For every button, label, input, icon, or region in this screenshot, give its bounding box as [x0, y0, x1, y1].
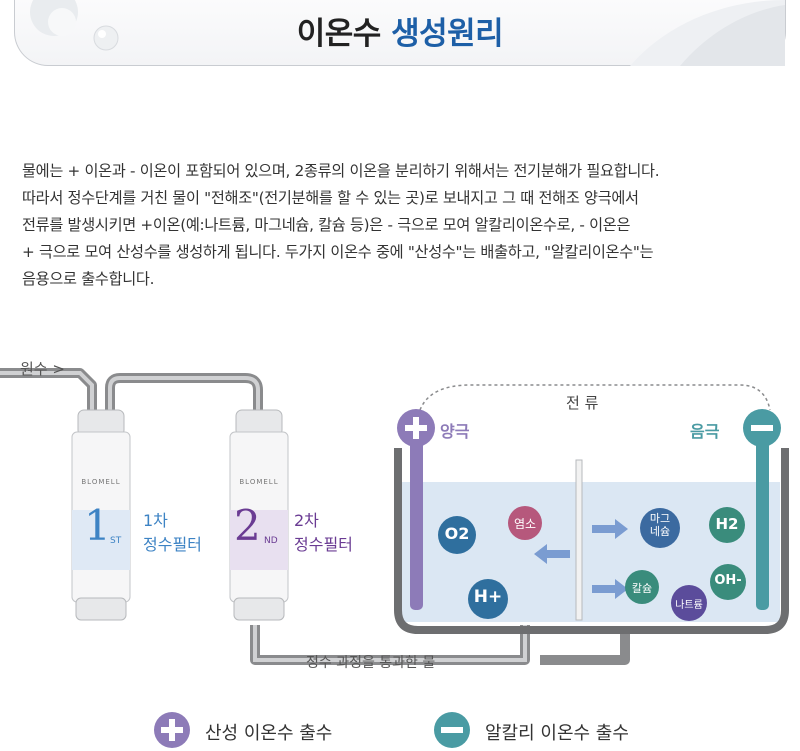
leaf-decoration [630, 0, 785, 66]
cathode-rod [756, 435, 769, 610]
title-part-1: 이온수 [296, 16, 382, 52]
filter-1-number: 1 [84, 501, 111, 550]
h-plus-label: H+ [473, 587, 503, 607]
description-line: 음용으로 출수합니다. [22, 270, 155, 288]
ionization-diagram [0, 368, 789, 748]
filter-1-label: 1차 정수필터 [143, 509, 202, 557]
description-paragraph: 물에는 + 이온과 - 이온이 포함되어 있으며, 2종류의 이온을 분리하기 … [22, 158, 792, 293]
ion-flow-arrows [534, 519, 628, 599]
description-line: 전류를 발생시키면 +이온(예:나트륨, 마그네슘, 칼슘 등)은 - 극으로 … [22, 216, 631, 234]
page-title: 이온수 생성원리 [0, 8, 800, 53]
filter-1-label-line2: 정수필터 [143, 535, 202, 554]
current-path [419, 384, 771, 411]
calcium-label: 칼슘 [631, 582, 653, 595]
filter-1-brand: BLOMELL [81, 478, 121, 486]
membrane [575, 459, 583, 621]
pipe-label: 정수 과정을 통과한 물 [306, 655, 436, 671]
oh-minus-ion [710, 564, 746, 600]
filter-2-label: 2차 정수필터 [294, 509, 353, 557]
filter-2-suffix: ND [264, 536, 278, 546]
anode-rod [410, 435, 423, 610]
calcium-ion [625, 570, 659, 604]
sodium-label: 나트륨 [675, 600, 703, 611]
anode-label: 양극 [440, 422, 470, 441]
filter-2-number: 2 [234, 501, 261, 550]
h2-ion [709, 507, 745, 543]
filter-1-cartridge [71, 409, 131, 621]
h-plus-ion [468, 579, 508, 619]
h2-label: H2 [715, 515, 739, 533]
description-line: + 극으로 모여 산성수를 생성하게 됩니다. 두가지 이온수 중에 "산성수"… [22, 243, 654, 261]
source-water-label: 원수 > [20, 360, 65, 378]
current-label: 전 류 [566, 394, 599, 412]
cathode-label: 음극 [690, 422, 720, 441]
title-part-2: 생성원리 [391, 16, 504, 52]
description-line: 따라서 정수단계를 거친 물이 "전해조"(전기분해를 할 수 있는 곳)로 보… [22, 189, 639, 207]
chlorine-label: 염소 [513, 517, 537, 531]
sodium-ion [671, 585, 707, 621]
filter-2-label-line2: 정수필터 [294, 535, 353, 554]
description-line: 물에는 + 이온과 - 이온이 포함되어 있으며, 2종류의 이온을 분리하기 … [22, 162, 660, 180]
acid-water-legend: 산성 이온수 출수 [205, 723, 333, 744]
bubble-decoration [30, 0, 119, 51]
o2-label: O2 [444, 524, 470, 543]
chlorine-ion [508, 506, 542, 540]
oh-minus-label: OH- [714, 573, 742, 588]
electrolysis-tank [394, 448, 789, 634]
magnesium-label-line2: 네슘 [649, 525, 671, 538]
filter-1-label-line1: 1차 [143, 511, 168, 530]
filter-1-suffix: ST [110, 536, 122, 546]
magnesium-label-line1: 마그 [649, 512, 671, 525]
magnesium-label: 마그 네슘 [640, 512, 680, 538]
magnesium-ion [640, 508, 680, 548]
filter-2-cartridge [229, 409, 289, 621]
filter-2-label-line1: 2차 [294, 511, 319, 530]
filter-2-brand: BLOMELL [239, 478, 279, 486]
o2-ion [438, 516, 476, 554]
alkaline-water-legend: 알칼리 이온수 출수 [485, 723, 629, 744]
